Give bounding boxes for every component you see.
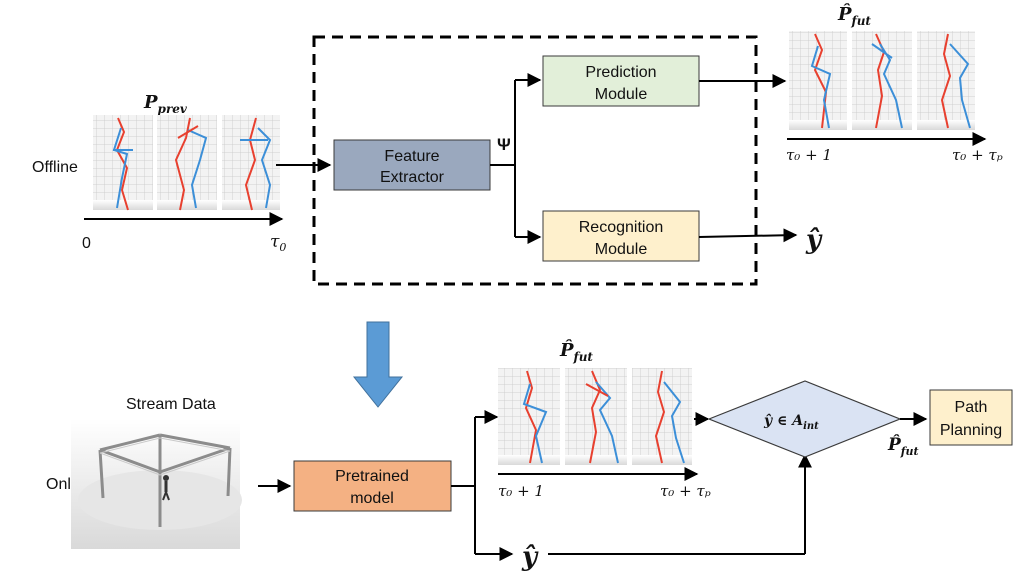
svg-text:Pretrained: Pretrained — [335, 468, 409, 485]
stream-data-label: Stream Data — [126, 396, 216, 413]
offline-output-axis-end: τ₀ + τₚ — [952, 146, 1003, 164]
feature-extractor-box: Feature Extractor — [333, 139, 491, 191]
online-output-pose-frame-1 — [498, 368, 560, 465]
input-axis-end: τ0 — [270, 232, 286, 254]
path-planning-box: Path Planning — [929, 389, 1013, 446]
offline-to-online-arrow — [352, 321, 404, 408]
input-pose-frame-1 — [93, 115, 153, 211]
online-p-fut-label: P̂fut — [559, 339, 593, 364]
svg-text:Module: Module — [595, 86, 648, 103]
svg-text:Recognition: Recognition — [579, 219, 664, 236]
svg-text:Planning: Planning — [940, 422, 1002, 439]
online-class-output: ŷ — [521, 542, 539, 572]
online-output-pose-frame-3 — [632, 368, 692, 465]
online-output-axis-start: τ₀ + 1 — [498, 482, 544, 500]
offline-output-pose-frame-3 — [917, 31, 975, 130]
arrow-recognition-output — [698, 228, 798, 243]
online-output-axis-end: τ₀ + τₚ — [660, 482, 711, 500]
input-axis-start: 0 — [82, 235, 91, 252]
svg-text:Feature: Feature — [384, 148, 439, 165]
offline-output-pose-frame-2 — [852, 31, 912, 130]
stream-data-image — [71, 419, 242, 549]
svg-text:Prediction: Prediction — [585, 64, 656, 81]
psi-label: Ψ — [497, 135, 511, 154]
p-prev-label: Pprev — [143, 92, 188, 116]
offline-class-output: ŷ — [805, 225, 823, 255]
offline-p-fut-label: P̂fut — [837, 3, 871, 28]
svg-text:Extractor: Extractor — [380, 169, 445, 186]
online-output-pose-frame-2 — [565, 368, 627, 465]
offline-output-axis-start: τ₀ + 1 — [786, 146, 832, 164]
svg-text:Module: Module — [595, 241, 648, 258]
pretrained-model-box: Pretrained model — [293, 460, 452, 512]
offline-row-label: Offline — [32, 159, 78, 176]
decision-diamond: ŷ ∈ Aint — [707, 380, 902, 458]
input-pose-frame-3 — [222, 115, 280, 211]
prediction-module-box: Prediction Module — [542, 55, 700, 107]
decision-text: ŷ ∈ Aint — [763, 412, 819, 432]
svg-text:model: model — [350, 490, 394, 507]
recognition-module-box: Recognition Module — [542, 210, 700, 262]
input-pose-frame-2 — [157, 115, 217, 211]
offline-output-pose-frame-1 — [789, 31, 847, 130]
decision-output-label: P̂fut — [887, 435, 919, 458]
svg-text:Path: Path — [955, 399, 988, 416]
offline-model-boundary — [312, 35, 758, 286]
